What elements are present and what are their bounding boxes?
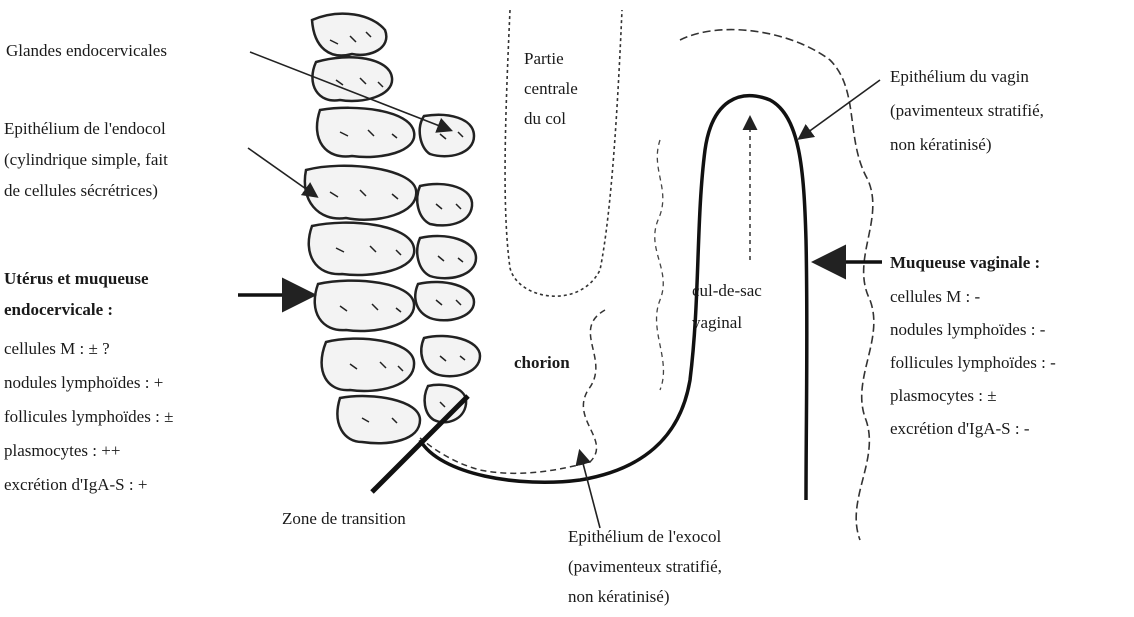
arrow-epith-vagin: [800, 80, 880, 138]
label-zone-transition: Zone de transition: [282, 508, 406, 530]
endocervical-item: cellules M : ± ?: [4, 338, 173, 372]
vaginal-item: excrétion d'IgA-S : -: [890, 418, 1056, 451]
partie-centrale-line-2: centrale: [524, 78, 578, 108]
vaginal-properties-list: cellules M : - nodules lymphoïdes : - fo…: [890, 286, 1056, 451]
epith-exocol-line-1: Epithélium de l'exocol: [568, 526, 722, 556]
partie-centrale-line-1: Partie: [524, 48, 578, 78]
label-chorion: chorion: [514, 352, 570, 374]
uterus-title-line-2: endocervicale :: [4, 299, 149, 330]
epith-endocol-line-1: Epithélium de l'endocol: [4, 118, 168, 149]
cul-de-sac-line-1: cul-de-sac: [692, 280, 762, 312]
label-epithelium-endocol: Epithélium de l'endocol (cylindrique sim…: [4, 118, 168, 211]
endocervical-properties-list: cellules M : ± ? nodules lymphoïdes : + …: [4, 338, 173, 508]
vaginal-item: plasmocytes : ±: [890, 385, 1056, 418]
endocervical-item: excrétion d'IgA-S : +: [4, 474, 173, 508]
vaginal-item: cellules M : -: [890, 286, 1056, 319]
endocervical-item: plasmocytes : ++: [4, 440, 173, 474]
vaginal-item: nodules lymphoïdes : -: [890, 319, 1056, 352]
epith-endocol-line-2: (cylindrique simple, fait: [4, 149, 168, 180]
vaginal-item: follicules lymphoïdes : -: [890, 352, 1056, 385]
epith-exocol-line-2: (pavimenteux stratifié,: [568, 556, 722, 586]
label-glandes-endocervicales: Glandes endocervicales: [6, 40, 167, 62]
epith-endocol-line-3: de cellules sécrétrices): [4, 180, 168, 211]
endocervical-glands: [305, 14, 480, 444]
label-epithelium-exocol: Epithélium de l'exocol (pavimenteux stra…: [568, 526, 722, 616]
uterus-title-line-1: Utérus et muqueuse: [4, 268, 149, 299]
label-epithelium-vagin: Epithélium du vagin (pavimenteux stratif…: [890, 66, 1044, 168]
label-uterus-muqueuse: Utérus et muqueuse endocervicale :: [4, 268, 149, 330]
epith-vagin-line-2: (pavimenteux stratifié,: [890, 100, 1044, 134]
epith-vagin-line-1: Epithélium du vagin: [890, 66, 1044, 100]
label-partie-centrale: Partie centrale du col: [524, 48, 578, 138]
epith-exocol-line-3: non kératinisé): [568, 586, 722, 616]
label-cul-de-sac: cul-de-sac vaginal: [692, 280, 762, 344]
arrow-epith-exocol: [580, 452, 600, 528]
partie-centrale-line-3: du col: [524, 108, 578, 138]
cul-de-sac-line-2: vaginal: [692, 312, 762, 344]
vaginal-inner-wavy: [655, 140, 664, 390]
label-muqueuse-vaginale: Muqueuse vaginale :: [890, 252, 1040, 274]
endocervical-item: follicules lymphoïdes : ±: [4, 406, 173, 440]
endocervical-item: nodules lymphoïdes : +: [4, 372, 173, 406]
epith-vagin-line-3: non kératinisé): [890, 134, 1044, 168]
